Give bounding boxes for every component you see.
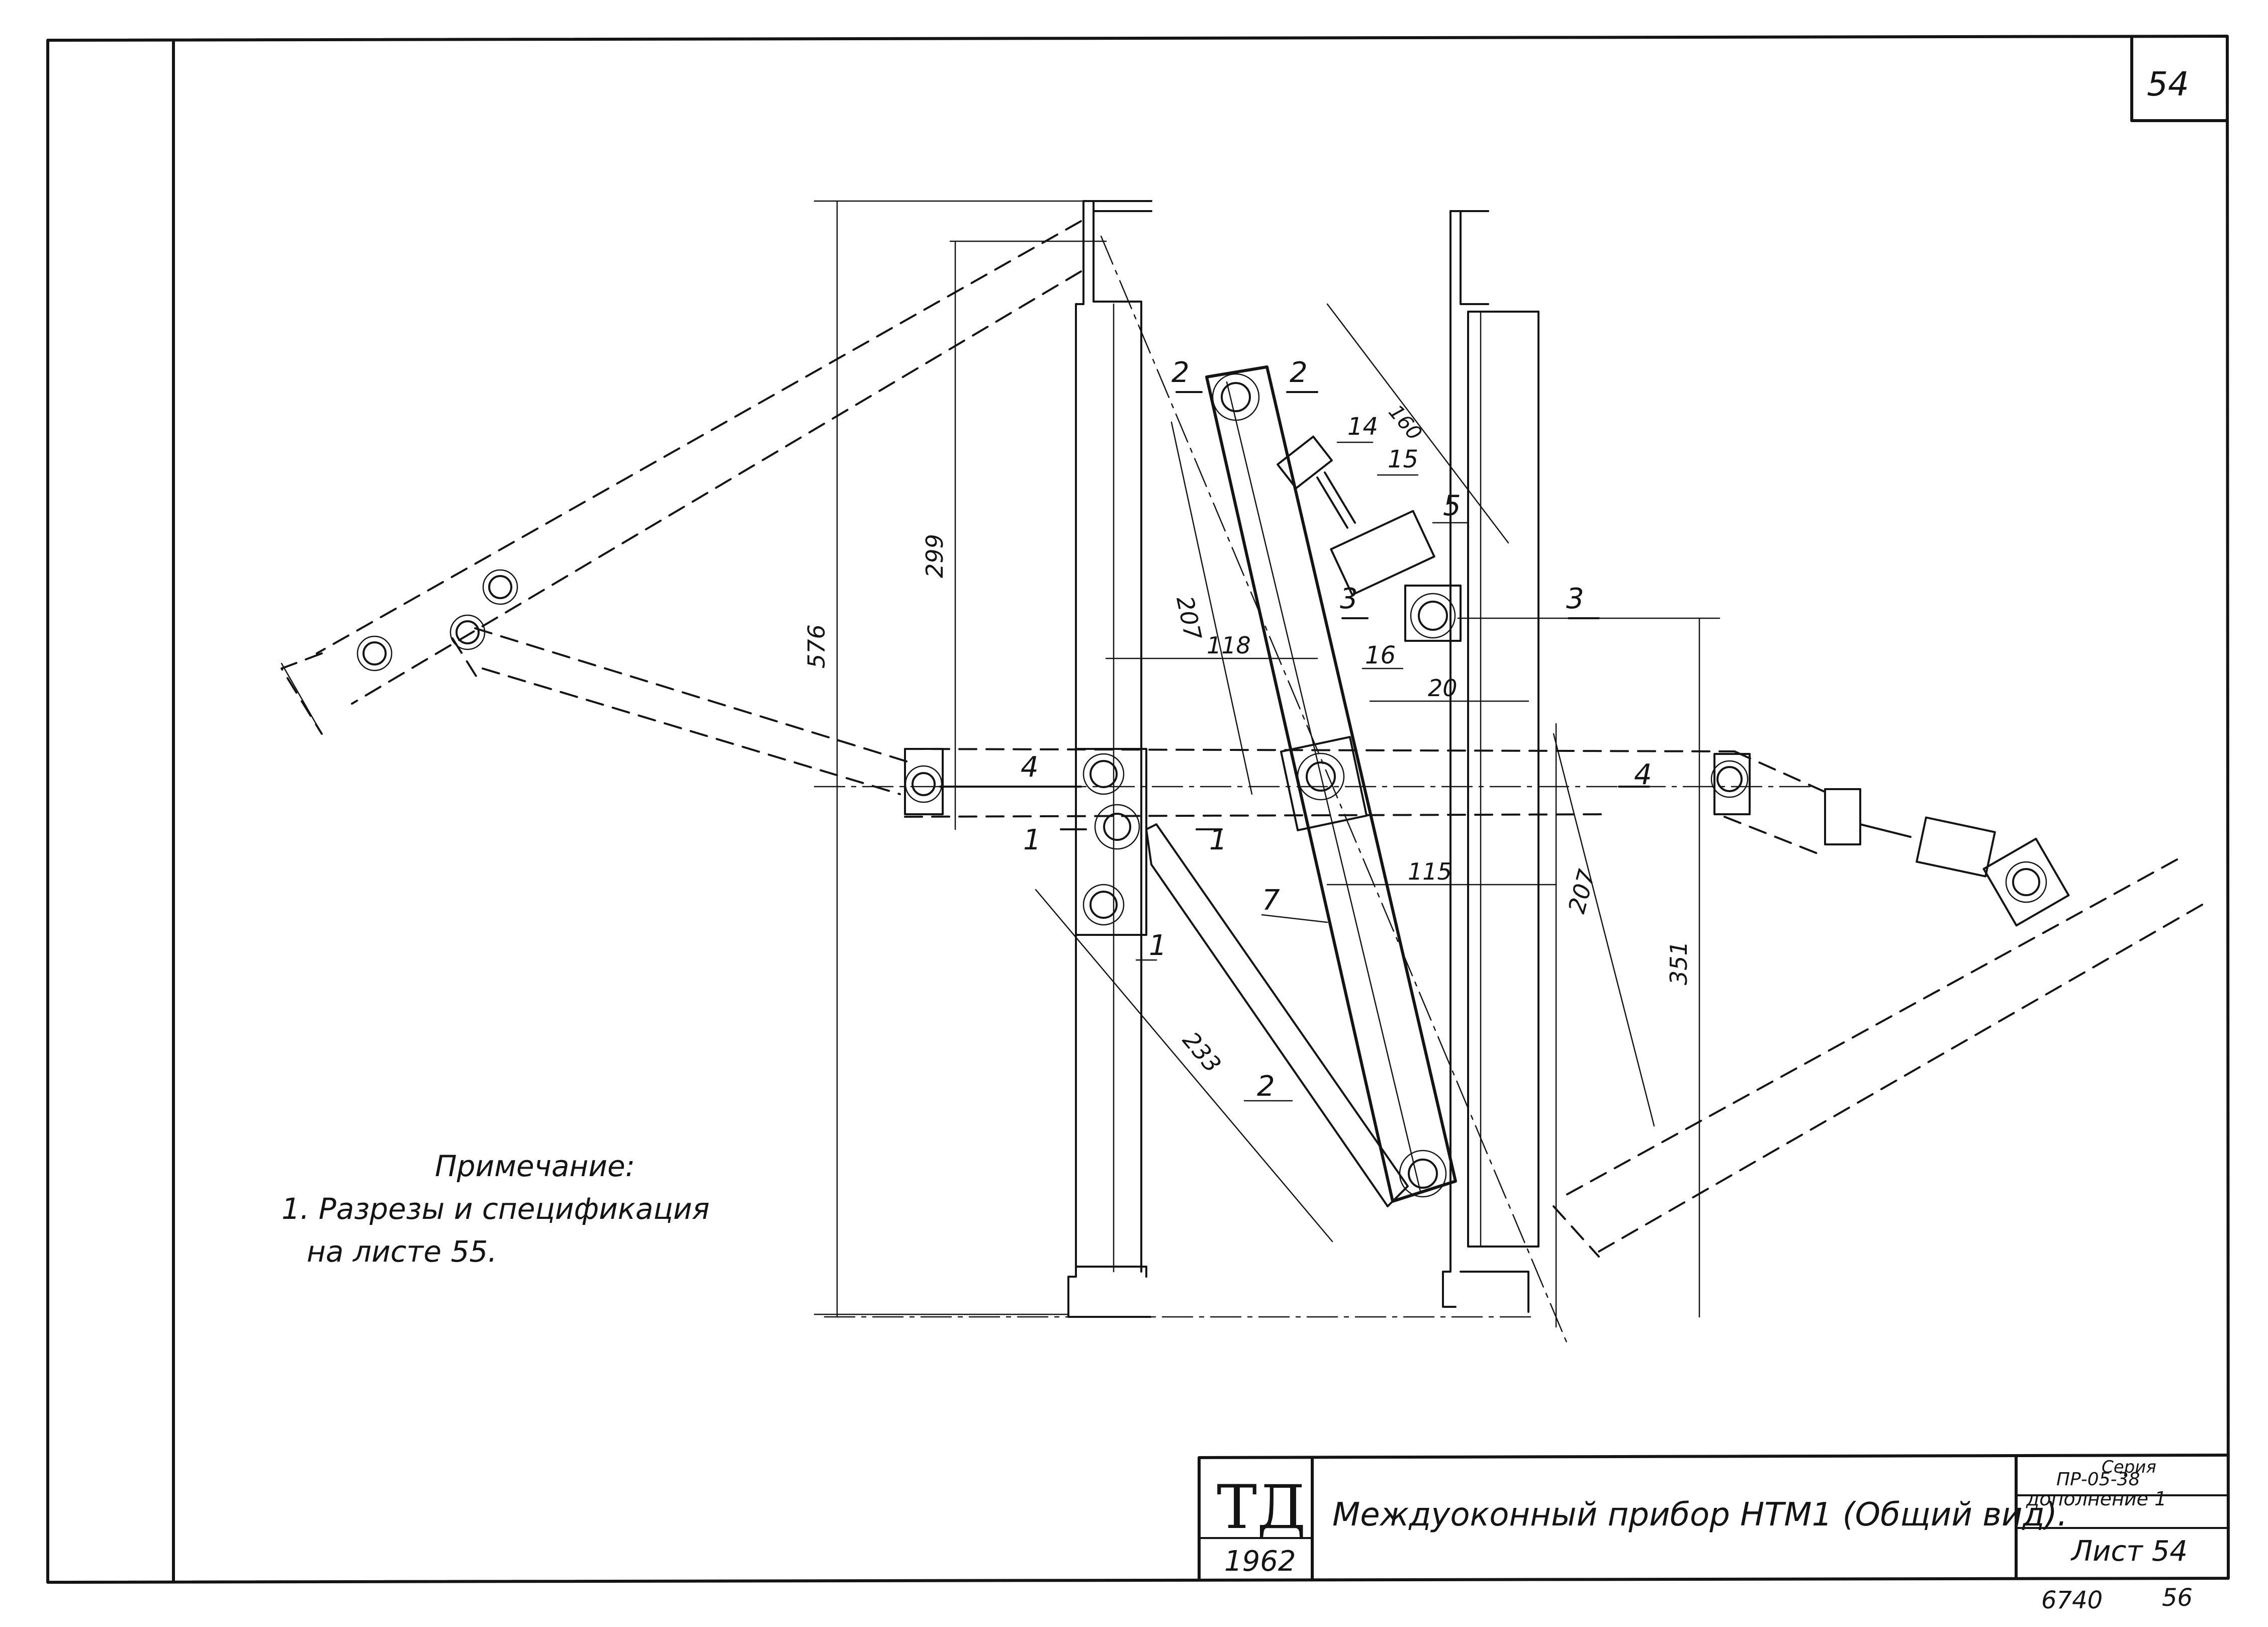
section-1-left: 1 bbox=[1023, 824, 1041, 856]
title-year: 1962 bbox=[1224, 1545, 1296, 1578]
series-label: Серия bbox=[2102, 1457, 2156, 1477]
note-line-1: 1. Разрезы и спецификация bbox=[282, 1192, 709, 1226]
series-sub: дополнение 1 bbox=[2026, 1488, 2166, 1510]
section-2-left: 2 bbox=[1171, 356, 1190, 389]
dim-299: 299 bbox=[921, 534, 948, 578]
section-3-left: 3 bbox=[1340, 583, 1358, 615]
page-number: 54 bbox=[2147, 65, 2189, 104]
callout-5: 5 bbox=[1443, 490, 1461, 522]
callout-1: 1 bbox=[1149, 929, 1167, 962]
callout-2: 2 bbox=[1257, 1070, 1275, 1103]
title-logo: ТД bbox=[1217, 1473, 1306, 1543]
section-mark-2: 2 2 bbox=[1171, 356, 1318, 393]
note-line-2: на листе 55. bbox=[307, 1234, 497, 1269]
callout-14: 14 bbox=[1347, 413, 1378, 441]
callout-7: 7 bbox=[1262, 884, 1280, 917]
dim-576: 576 bbox=[803, 624, 830, 668]
callout-16: 16 bbox=[1365, 641, 1396, 669]
title-block: ТД 1962 Междуоконный прибор НТМ1 (Общий … bbox=[1198, 1454, 2230, 1614]
window-frame-left bbox=[1067, 200, 1152, 1318]
section-2-right: 2 bbox=[1290, 356, 1308, 389]
page-number-box: 54 bbox=[2130, 37, 2229, 122]
dim-233: 233 bbox=[1177, 1026, 1227, 1078]
sheet-frame bbox=[46, 35, 2230, 1584]
main-lever-7 bbox=[1205, 365, 1457, 1203]
section-1-right: 1 bbox=[1209, 824, 1227, 856]
section-mark-4: 4 4 bbox=[1000, 751, 1652, 791]
dim-160: 160 bbox=[1384, 401, 1426, 445]
center-mounting-plate bbox=[1075, 748, 1147, 936]
dimension-lines bbox=[836, 200, 1720, 1328]
note-block: Примечание: 1. Разрезы и спецификация на… bbox=[282, 1149, 709, 1269]
dim-20: 20 bbox=[1428, 675, 1458, 702]
section-4-right: 4 bbox=[1634, 758, 1652, 791]
dim-351: 351 bbox=[1665, 941, 1692, 985]
series-number: ПР-05-38 bbox=[2056, 1469, 2140, 1490]
dim-207-lower: 207 bbox=[1563, 867, 1600, 916]
section-4-left: 4 bbox=[1021, 751, 1039, 784]
note-title: Примечание: bbox=[435, 1149, 635, 1183]
dashed-arm-upper-left bbox=[281, 220, 1082, 795]
section-mark-3: 3 3 bbox=[1340, 583, 1600, 619]
dim-207-upper: 207 bbox=[1171, 594, 1207, 642]
center-lines bbox=[813, 200, 1811, 1348]
dim-118: 118 bbox=[1207, 632, 1251, 659]
doc-sheet: 56 bbox=[2162, 1584, 2193, 1612]
section-3-right: 3 bbox=[1566, 583, 1584, 615]
arm-2 bbox=[1145, 823, 1409, 1207]
left-pivot-plate bbox=[356, 569, 944, 815]
callouts: 1 2 5 7 14 15 16 bbox=[1135, 413, 1469, 1103]
sheet-label: Лист 54 bbox=[2070, 1535, 2188, 1568]
actuator-assembly bbox=[1277, 435, 1462, 642]
callout-15: 15 bbox=[1388, 445, 1418, 473]
dim-115: 115 bbox=[1408, 858, 1452, 885]
doc-number: 6740 bbox=[2041, 1586, 2103, 1614]
dashed-arm-right bbox=[1553, 750, 2203, 1258]
dimension-texts: 576 299 207 118 160 20 115 207 351 233 bbox=[803, 401, 1692, 1078]
window-frame-right bbox=[1442, 210, 1539, 1313]
title-text: Междуоконный прибор НТМ1 (Общий вид). bbox=[1332, 1496, 2067, 1534]
section-mark-1: 1 1 bbox=[1023, 824, 1227, 856]
